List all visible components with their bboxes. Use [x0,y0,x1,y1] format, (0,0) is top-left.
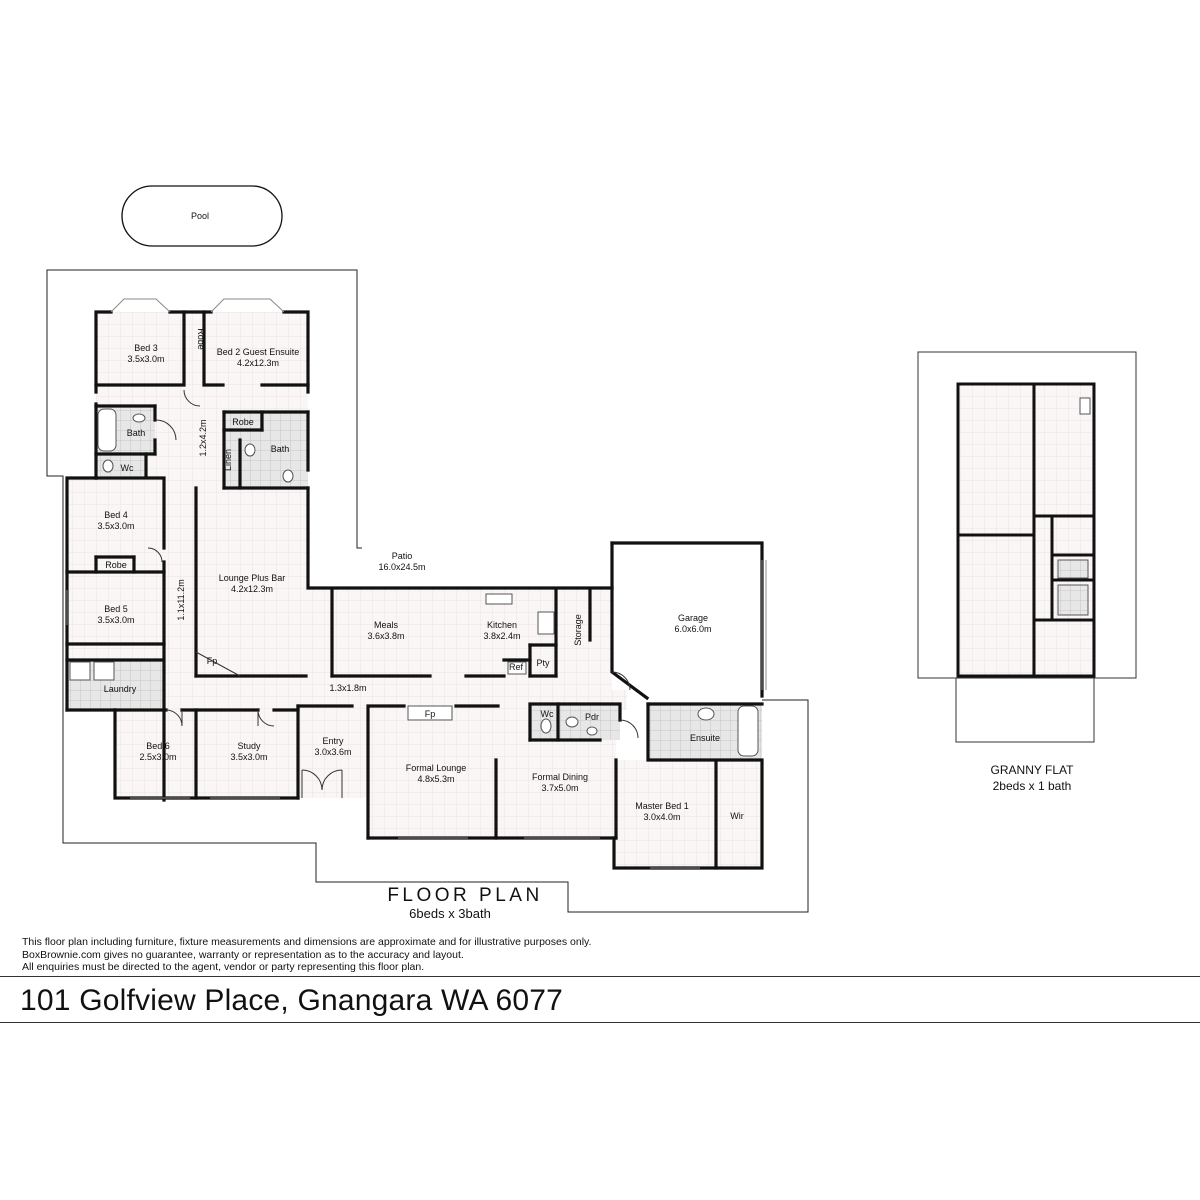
divider-top [0,976,1200,977]
room-labels: Pool Bed 3 3.5x3.0m Bed 2 Guest Ensuite … [97,211,743,822]
room-label-study: Study [237,741,261,751]
plan-title: FLOOR PLAN [387,885,542,906]
room-label-lounge-dims: 4.2x12.3m [231,584,273,594]
room-label-master: Master Bed 1 [635,801,689,811]
room-label-bed3: Bed 3 [134,343,158,353]
room-label-storage: Storage [573,614,583,646]
room-label-pdr: Pdr [585,712,599,722]
room-label-robe3: Robe [105,560,127,570]
disclaimer-line: BoxBrownie.com gives no guarantee, warra… [22,948,464,961]
room-label-kitchen-dims: 3.8x2.4m [483,631,520,641]
room-label-master-dims: 3.0x4.0m [643,812,680,822]
room-label-robe2: Robe [232,417,254,427]
room-label-ensuite: Ensuite [690,733,720,743]
walls [65,310,764,870]
disclaimer-line: This floor plan including furniture, fix… [22,936,592,948]
room-label-garage: Garage [678,613,708,623]
divider-bottom [0,1022,1200,1023]
room-dims-bed3: 3.5x3.0m [127,354,164,364]
disclaimer-line: All enquiries must be directed to the ag… [22,961,425,973]
room-label-pty: Pty [536,658,550,668]
room-label-patio: Patio [392,551,413,561]
room-dims-bed2: 4.2x12.3m [237,358,279,368]
room-label-formal-dining-dims: 3.7x5.0m [541,783,578,793]
room-label-bed6-dims: 2.5x3.0m [139,752,176,762]
room-label-hall3: 1.3x1.8m [329,683,366,693]
room-label-formal-dining: Formal Dining [532,772,588,782]
room-label-bed5: Bed 5 [104,604,128,614]
room-label-garage-dims: 6.0x6.0m [674,624,711,634]
pool-outline [121,185,283,247]
room-label-bed2: Bed 2 Guest Ensuite [217,347,300,357]
room-label-kitchen: Kitchen [487,620,517,630]
room-label-bed4-dims: 3.5x3.0m [97,521,134,531]
floor-plan-drawing: Pool Bed 3 3.5x3.0m Bed 2 Guest Ensuite … [46,185,1137,921]
room-label-fp2: Fp [425,709,436,719]
room-label-hall2: 1.1x11.2m [176,579,186,620]
room-label-ref: Ref [509,662,524,672]
room-label-wc2: Wc [541,709,554,719]
granny-flat-subtitle: 2beds x 1 bath [993,779,1072,793]
property-address: 101 Golfview Place, Gnangara WA 6077 [20,984,564,1017]
site-boundary [46,269,809,913]
room-label-fp1: Fp [207,656,218,666]
room-label-laundry: Laundry [104,684,137,694]
room-label-bed6: Bed 6 [146,741,170,751]
doors [147,389,639,798]
room-label-linen: Linen [223,449,233,471]
room-label-lounge: Lounge Plus Bar [219,573,286,583]
room-label-wc1: Wc [121,463,134,473]
room-label-pool: Pool [191,211,209,221]
room-label-entry-dims: 3.0x3.6m [314,747,351,757]
room-label-robe1: Robe [196,328,206,350]
room-label-hall1: 1.2x4.2m [198,419,208,456]
room-label-study-dims: 3.5x3.0m [230,752,267,762]
room-label-wir: Wir [730,811,744,821]
room-label-bed4: Bed 4 [104,510,128,520]
fixtures [69,408,759,757]
room-label-bath2: Bath [271,444,290,454]
house-floor [67,312,762,868]
room-label-patio-dims: 16.0x24.5m [378,562,425,572]
room-label-formal-lounge-dims: 4.8x5.3m [417,774,454,784]
disclaimer: This floor plan including furniture, fix… [22,936,591,974]
room-label-meals-dims: 3.6x3.8m [367,631,404,641]
room-label-bath1: Bath [127,428,146,438]
room-label-formal-lounge: Formal Lounge [406,763,467,773]
room-label-meals: Meals [374,620,399,630]
plan-subtitle: 6beds x 3bath [409,906,491,921]
room-label-bed5-dims: 3.5x3.0m [97,615,134,625]
granny-flat-title: GRANNY FLAT [991,763,1075,777]
room-label-entry: Entry [322,736,344,746]
granny-flat-drawing [917,351,1137,743]
windows [66,298,767,869]
